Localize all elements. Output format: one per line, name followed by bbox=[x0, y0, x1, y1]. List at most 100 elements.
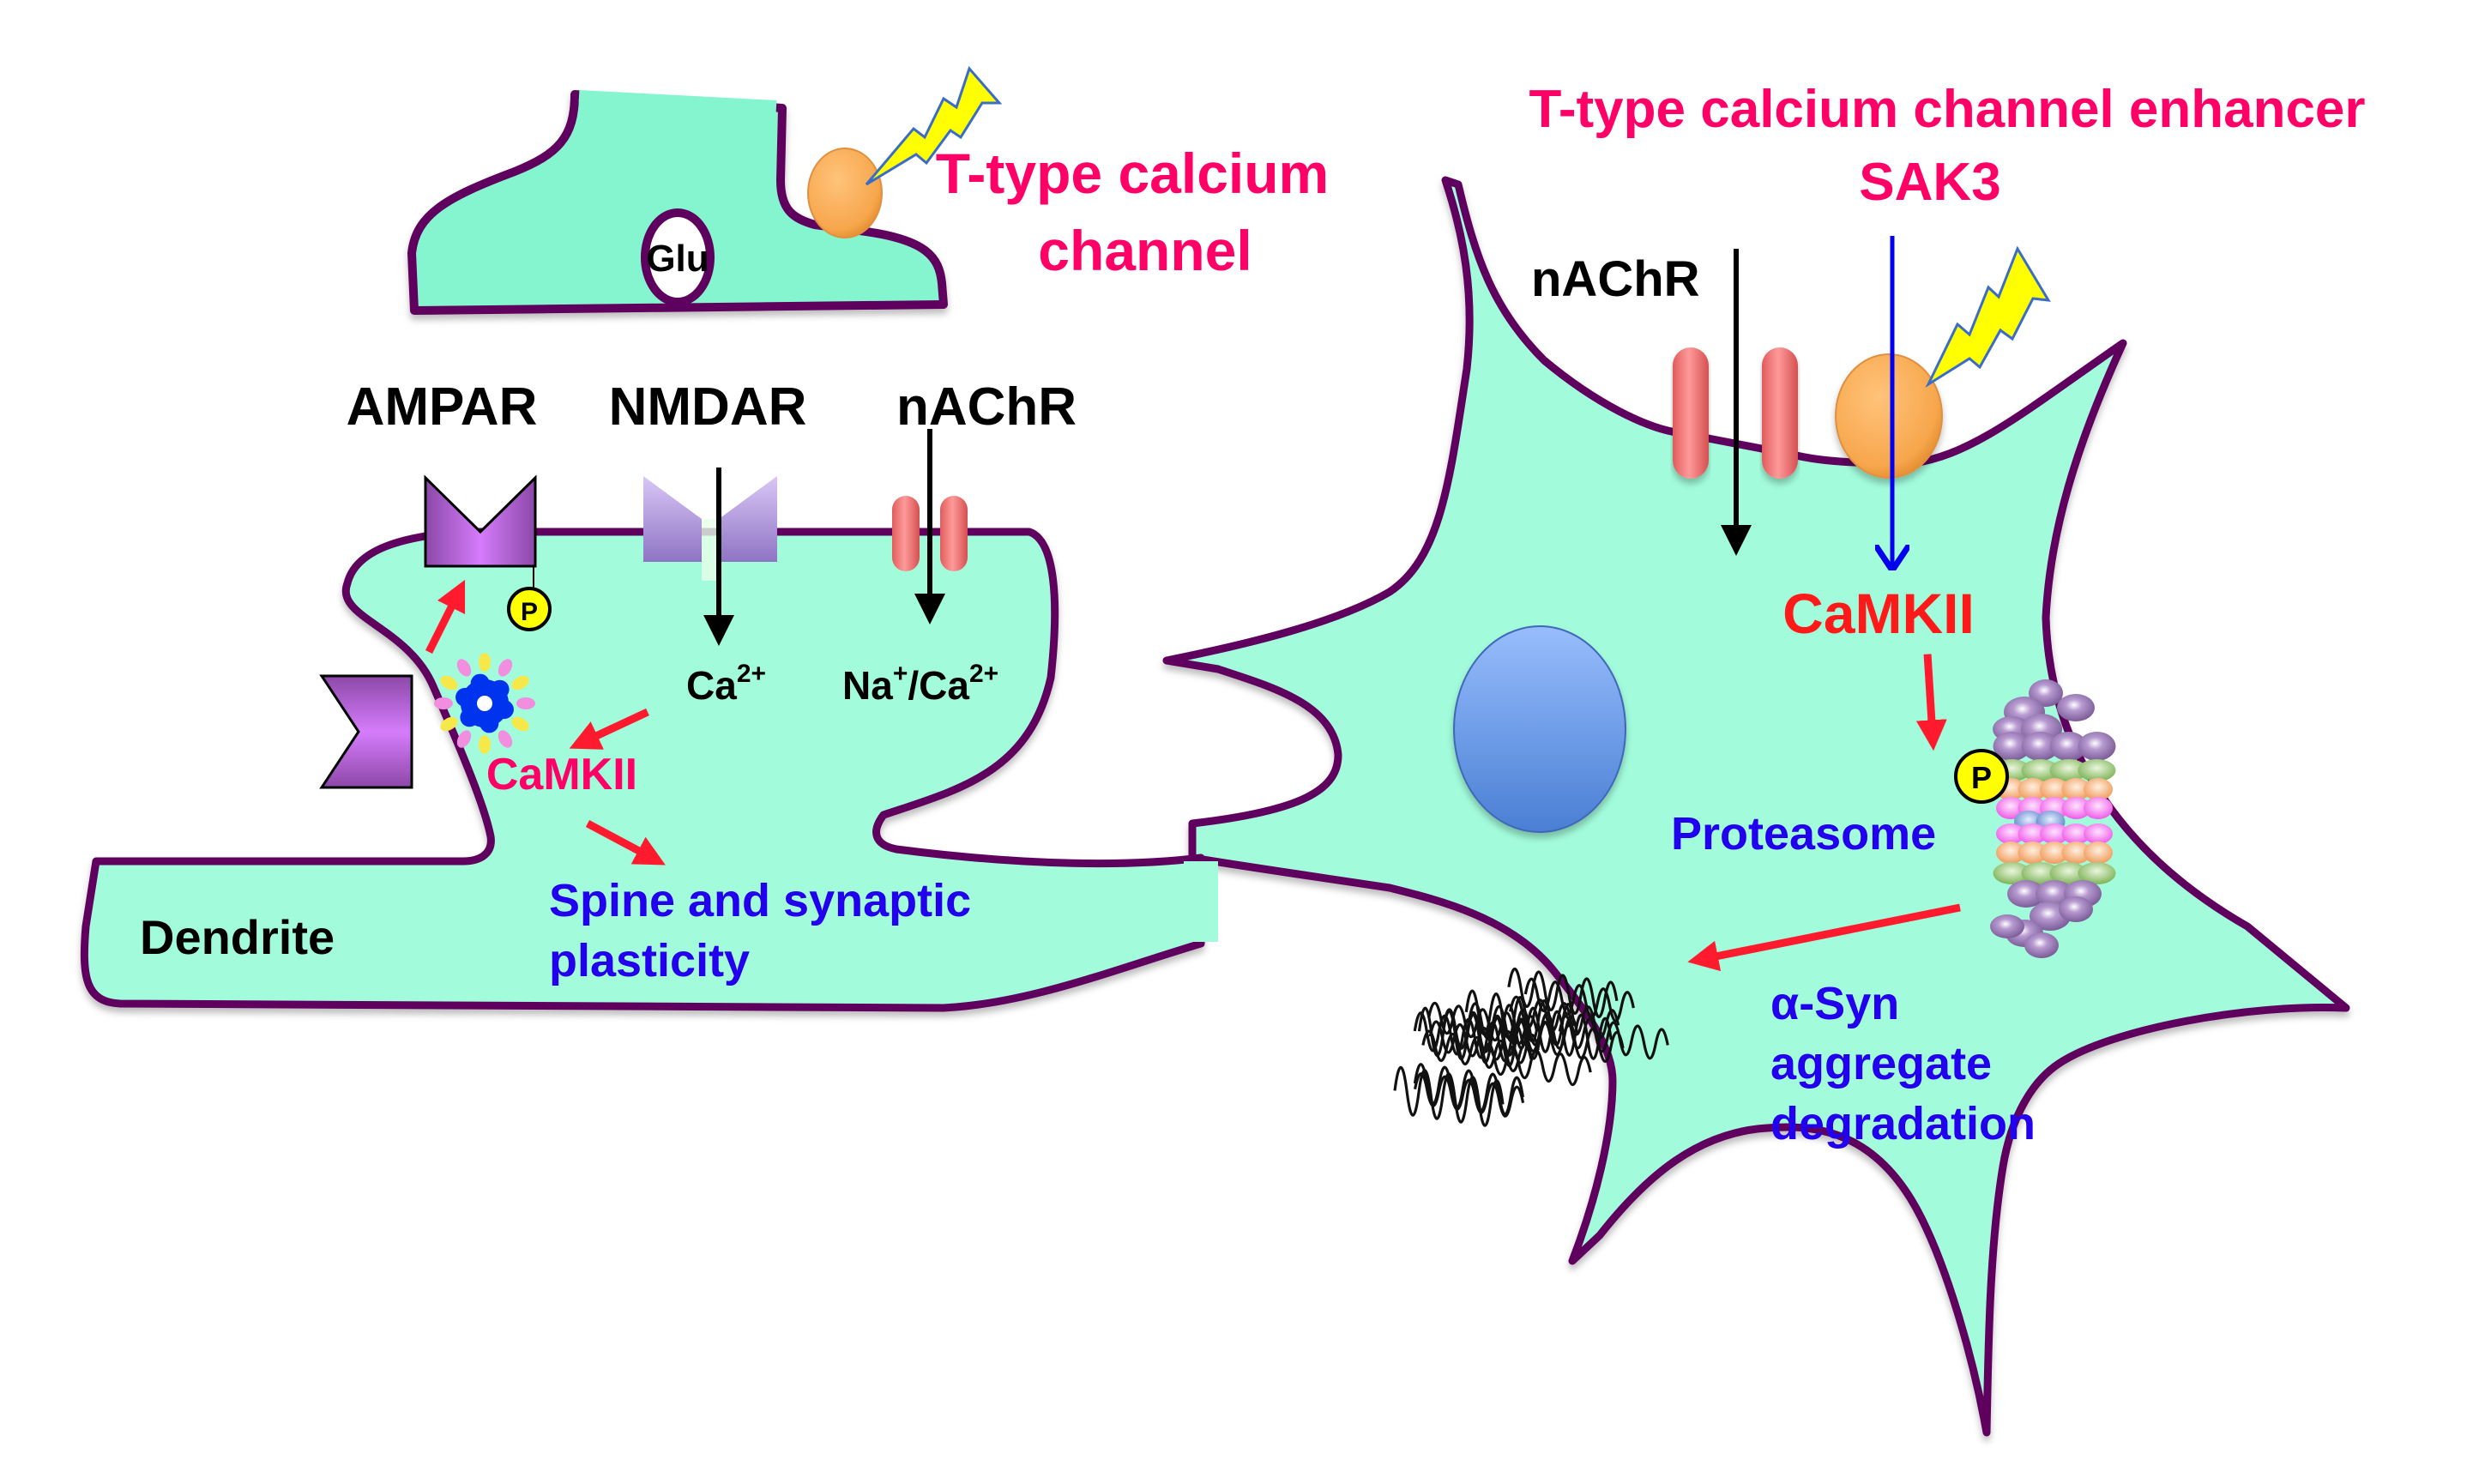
camkii-core-hole bbox=[477, 696, 492, 711]
proteasome-icon bbox=[1990, 679, 2116, 958]
proteasome-subunit bbox=[2021, 759, 2060, 781]
proteasome-subunit bbox=[2049, 759, 2088, 781]
ttype-label-line2: channel bbox=[1038, 219, 1252, 282]
degradation-label-line1: α-Syn bbox=[1770, 978, 1899, 1029]
nachr-soma-subunit-2 bbox=[1762, 347, 1798, 479]
ca-ion-charge-2: 2+ bbox=[969, 660, 998, 688]
ca-ion-charge: 2+ bbox=[737, 660, 766, 688]
na-ion-charge: + bbox=[893, 660, 908, 688]
proteasome-subunit bbox=[1993, 732, 2031, 761]
proteasome-subunit bbox=[2018, 778, 2048, 800]
alpha-syn-fibril bbox=[1523, 977, 1635, 1023]
camkii-to-plasticity-arrow bbox=[585, 820, 666, 866]
lightning-bolt-icon bbox=[865, 66, 1003, 186]
proteasome-subunit bbox=[2040, 842, 2069, 864]
proteasome-to-aggregate-arrow bbox=[1687, 903, 1961, 972]
proteasome-cap-subunit bbox=[1990, 914, 2024, 938]
alpha-syn-fibril bbox=[1413, 1072, 1525, 1118]
ttype-label-line1: T-type calcium bbox=[936, 142, 1330, 205]
ampar-internal bbox=[319, 674, 413, 789]
glu-label: Glu bbox=[646, 238, 709, 280]
nachr-soma-subunit-1 bbox=[1673, 347, 1709, 479]
dendrite-label: Dendrite bbox=[140, 910, 335, 964]
proteasome-cap-subunit bbox=[2059, 896, 2093, 922]
proteasome-subunit bbox=[2018, 842, 2048, 864]
degradation-label-line2: aggregate bbox=[1770, 1038, 1992, 1089]
proteasome-subunit bbox=[1996, 842, 2025, 864]
plasticity-label-line2: plasticity bbox=[549, 935, 750, 986]
enhancer-label-line1: T-type calcium channel enhancer bbox=[1529, 80, 2365, 139]
lightning-bolt-icon-soma bbox=[1925, 245, 2051, 389]
camkii-holoenzyme-icon bbox=[434, 653, 535, 754]
proteasome-subunit bbox=[2061, 842, 2091, 864]
camkii-subunit bbox=[456, 659, 472, 677]
camkii-to-proteasome-arrow bbox=[1915, 654, 1947, 751]
proteasome-subunit bbox=[2078, 732, 2116, 761]
soma-membrane bbox=[1162, 176, 2350, 1437]
camkii-label-spine: CaMKII bbox=[486, 750, 637, 799]
proteasome-cap-subunit bbox=[2057, 694, 2095, 721]
proteasome-subunit bbox=[2084, 797, 2113, 819]
proteasome-phospho-label: P bbox=[1971, 760, 1992, 795]
camkii-subunit bbox=[434, 697, 453, 709]
cytoplasm-bridge bbox=[1184, 861, 1218, 942]
na-ca-ion-label: Na+/Ca2+ bbox=[842, 660, 998, 708]
nmdar-label: NMDAR bbox=[609, 377, 807, 437]
nmdar-right bbox=[719, 476, 777, 562]
nachr-spine-subunit-2 bbox=[940, 496, 968, 571]
camkii-subunit bbox=[440, 675, 458, 691]
camkii-subunit bbox=[498, 659, 513, 677]
proteasome-subunit bbox=[2049, 862, 2088, 884]
alpha-syn-fibril bbox=[1468, 1002, 1579, 1050]
proteasome-subunit bbox=[2018, 823, 2048, 844]
proteasome-subunit bbox=[2021, 732, 2060, 761]
proteasome-label: Proteasome bbox=[1671, 808, 1936, 860]
proteasome-subunit bbox=[2078, 759, 2116, 781]
camkii-subunit bbox=[479, 653, 491, 672]
dendrite-membrane bbox=[80, 528, 1205, 1012]
proteasome-subunit bbox=[2061, 797, 2091, 819]
camkii-subunit bbox=[456, 730, 472, 748]
ampar-phospho-label: P bbox=[521, 598, 538, 626]
camkii-subunit bbox=[516, 697, 535, 709]
proteasome-subunit bbox=[2040, 823, 2069, 844]
proteasome-subunit bbox=[1993, 862, 2031, 884]
ampar-label: AMPAR bbox=[347, 377, 538, 437]
ampar-phospho-badge bbox=[507, 587, 552, 631]
proteasome-subunit bbox=[2078, 862, 2116, 884]
proteasome-subunit bbox=[2049, 732, 2088, 761]
proteasome-subunit bbox=[2040, 778, 2069, 800]
ca-ion-symbol: Ca bbox=[686, 663, 737, 708]
ca-ion-sep: /Ca bbox=[908, 663, 969, 708]
proteasome-subunit bbox=[1996, 823, 2025, 844]
glu-vesicle bbox=[641, 208, 715, 306]
alpha-syn-fibril bbox=[1507, 967, 1619, 1019]
ampar-receptor bbox=[424, 474, 537, 568]
proteasome-cap-subunit bbox=[2024, 932, 2059, 958]
presynapse-open-top bbox=[578, 90, 777, 112]
alpha-syn-fibril bbox=[1513, 1017, 1625, 1063]
nmdar-left bbox=[643, 476, 702, 562]
ca-ion-label: Ca2+ bbox=[686, 660, 766, 708]
proteasome-phospho-badge bbox=[1954, 749, 2009, 804]
ca-to-camkii-arrow bbox=[569, 708, 649, 750]
camkii-subunit bbox=[440, 716, 458, 732]
camkii-label-soma: CaMKII bbox=[1782, 582, 1975, 645]
alpha-syn-fibril bbox=[1501, 1004, 1613, 1060]
camkii-subunit bbox=[511, 716, 529, 732]
proteasome-subunit bbox=[2084, 823, 2113, 844]
proteasome-subunit bbox=[2084, 778, 2113, 800]
nachr-spine-subunit-1 bbox=[892, 496, 920, 571]
proteasome-subunit bbox=[2061, 778, 2091, 800]
alpha-syn-aggregate-icon bbox=[1393, 967, 1669, 1127]
plasticity-label-line1: Spine and synaptic bbox=[549, 875, 971, 926]
camkii-subunit bbox=[511, 675, 529, 691]
alpha-syn-fibril bbox=[1442, 1008, 1553, 1060]
camkii-subunit bbox=[479, 735, 491, 754]
proteasome-subunit bbox=[2007, 880, 2045, 908]
nachr-label-soma: nAChR bbox=[1531, 251, 1700, 307]
ttype-channel-soma bbox=[1835, 353, 1943, 479]
proteasome-subunit bbox=[1996, 797, 2025, 819]
camkii-subunit bbox=[498, 730, 513, 748]
